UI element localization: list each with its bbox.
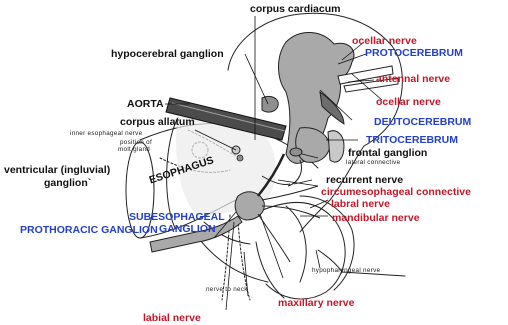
label-tritocerebrum: TRITOCEREBRUM — [366, 135, 458, 146]
label-hypocerebral-ganglion: hypocerebral ganglion — [111, 49, 224, 60]
label-inner-esophageal-nerve: inner esophageal nerve — [70, 131, 142, 137]
label-protocerebrum: PROTOCEREBRUM — [365, 48, 463, 59]
label-ocellar-nerve-mid: ocellar nerve — [376, 97, 441, 108]
label-subesophageal-line2: GANGLION — [159, 224, 216, 235]
label-maxillary-nerve: maxillary nerve — [278, 298, 354, 309]
label-antennal-nerve: antennal nerve — [376, 74, 450, 85]
label-labial-nerve: labial nerve — [143, 313, 201, 324]
corpus-cardiacum-body — [262, 96, 278, 112]
frontal-ganglion-body — [290, 148, 302, 156]
compound-eye — [328, 131, 344, 162]
label-molt-gland: molt gland — [118, 147, 150, 153]
label-mandibular-nerve: mandibular nerve — [332, 213, 420, 224]
label-corpus-allatum: corpus allatum — [120, 117, 195, 128]
label-nerve-to-neck: nerve to neck — [206, 287, 248, 293]
label-ventricular-ganglion-line2: ganglion` — [44, 178, 91, 189]
label-recurrent-nerve: recurrent nerve — [326, 175, 403, 186]
brain-tritocerebrum — [296, 128, 330, 163]
label-prothoracic-ganglion: PROTHORACIC GANGLION — [20, 225, 158, 236]
label-hypopharyngeal-nerve: hypopharyngeal nerve — [312, 268, 380, 274]
label-corpus-cardiacum: corpus cardiacum — [250, 4, 340, 15]
label-ventricular-ganglion-line1: ventricular (ingluvial) — [4, 165, 110, 176]
label-aorta: AORTA — [127, 99, 164, 110]
label-lateral-connective: lateral connective — [346, 160, 400, 166]
hypocerebral-ganglion-body — [237, 155, 243, 161]
label-labral-nerve: labral nerve — [331, 199, 390, 210]
label-deutocerebrum: DEUTOCEREBRUM — [374, 117, 471, 128]
subesophageal-ganglion-body — [235, 192, 264, 220]
label-circumesophageal-connective: circumesophageal connective — [321, 187, 471, 198]
label-subesophageal-line1: SUBESOPHAGEAL — [129, 212, 225, 223]
label-ocellar-nerve-top: ocellar nerve — [352, 36, 417, 47]
label-frontal-ganglion: frontal ganglion — [348, 148, 427, 159]
